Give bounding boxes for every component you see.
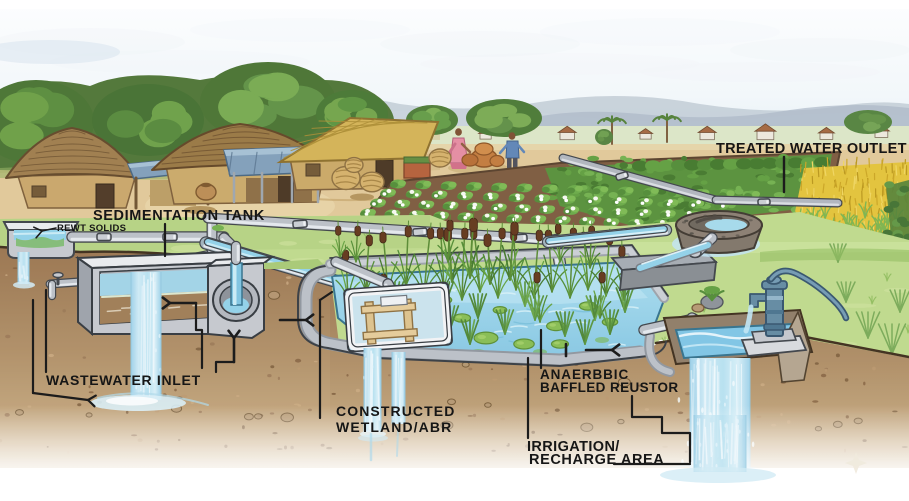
svg-text:RECHARGE AREA: RECHARGE AREA (529, 452, 664, 468)
svg-text:CONSTRUCTED: CONSTRUCTED (336, 403, 455, 419)
svg-text:SEDIMENTATION TANK: SEDIMENTATION TANK (93, 208, 265, 224)
svg-text:TREATED WATER OUTLET: TREATED WATER OUTLET (716, 141, 907, 157)
svg-text:REWT SOLIDS: REWT SOLIDS (57, 223, 126, 234)
svg-text:BAFFLED REUSTOR: BAFFLED REUSTOR (540, 380, 679, 395)
svg-text:WASTEWATER INLET: WASTEWATER INLET (46, 372, 201, 388)
svg-text:WETLAND/ABR: WETLAND/ABR (336, 419, 452, 435)
svg-text:ANAERBBIC: ANAERBBIC (540, 367, 629, 382)
svg-text:IRRIGATION/: IRRIGATION/ (527, 439, 620, 455)
